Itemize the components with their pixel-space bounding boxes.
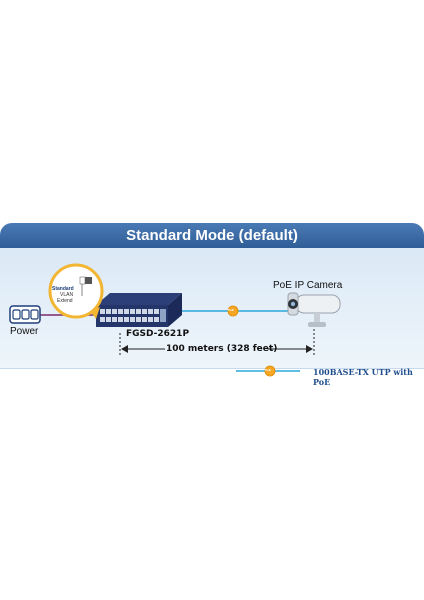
diagram-title: Standard Mode (default) bbox=[0, 223, 424, 248]
ip-camera-icon bbox=[287, 292, 341, 327]
callout-option-standard: Standard bbox=[52, 286, 74, 292]
network-diagram: Standard Mode (default) bbox=[0, 223, 424, 387]
diagram-graphics bbox=[9, 263, 341, 377]
poe-badge-icon bbox=[227, 305, 239, 317]
distance-label: 100 meters (328 feet) bbox=[166, 344, 278, 354]
callout-option-vlan: VLAN bbox=[60, 292, 74, 298]
legend-poe-badge-text: PoE bbox=[265, 368, 271, 372]
switch-model-label: FGSD-2621P bbox=[126, 329, 190, 339]
legend-line bbox=[236, 365, 300, 377]
power-outlet-icon bbox=[9, 305, 41, 324]
power-label: Power bbox=[10, 326, 39, 337]
poe-badge-text: PoE bbox=[228, 308, 234, 312]
dip-switch-callout bbox=[48, 263, 104, 319]
distance-dimension bbox=[119, 329, 315, 355]
dip-switch-icon bbox=[80, 277, 92, 284]
callout-option-extend: Extend bbox=[57, 298, 73, 304]
legend-label: 100BASE-TX UTP with PoE bbox=[313, 367, 413, 387]
network-switch-icon bbox=[96, 293, 182, 327]
camera-label: PoE IP Camera bbox=[273, 280, 343, 291]
